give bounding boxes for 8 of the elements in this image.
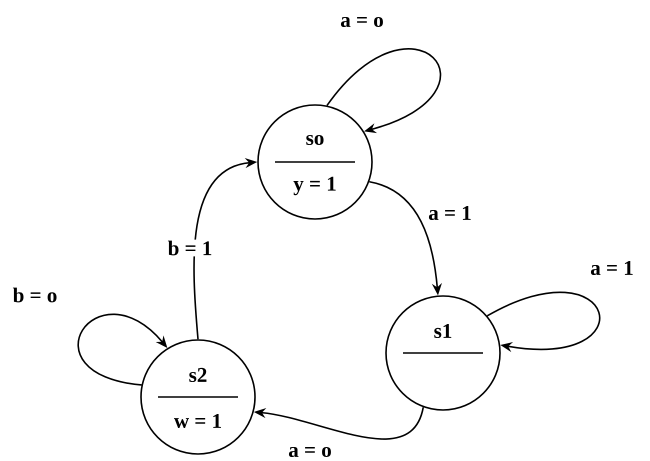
edge-label: a = 1: [427, 204, 473, 222]
arrow: [486, 292, 600, 352]
edge-label: b = o: [12, 286, 58, 304]
edge-label: a = o: [339, 16, 385, 28]
arrow: [326, 48, 441, 134]
edge-label: a = 1: [589, 260, 635, 276]
edge-label: a = o: [287, 446, 333, 458]
edge-label: b = 1: [166, 240, 214, 256]
